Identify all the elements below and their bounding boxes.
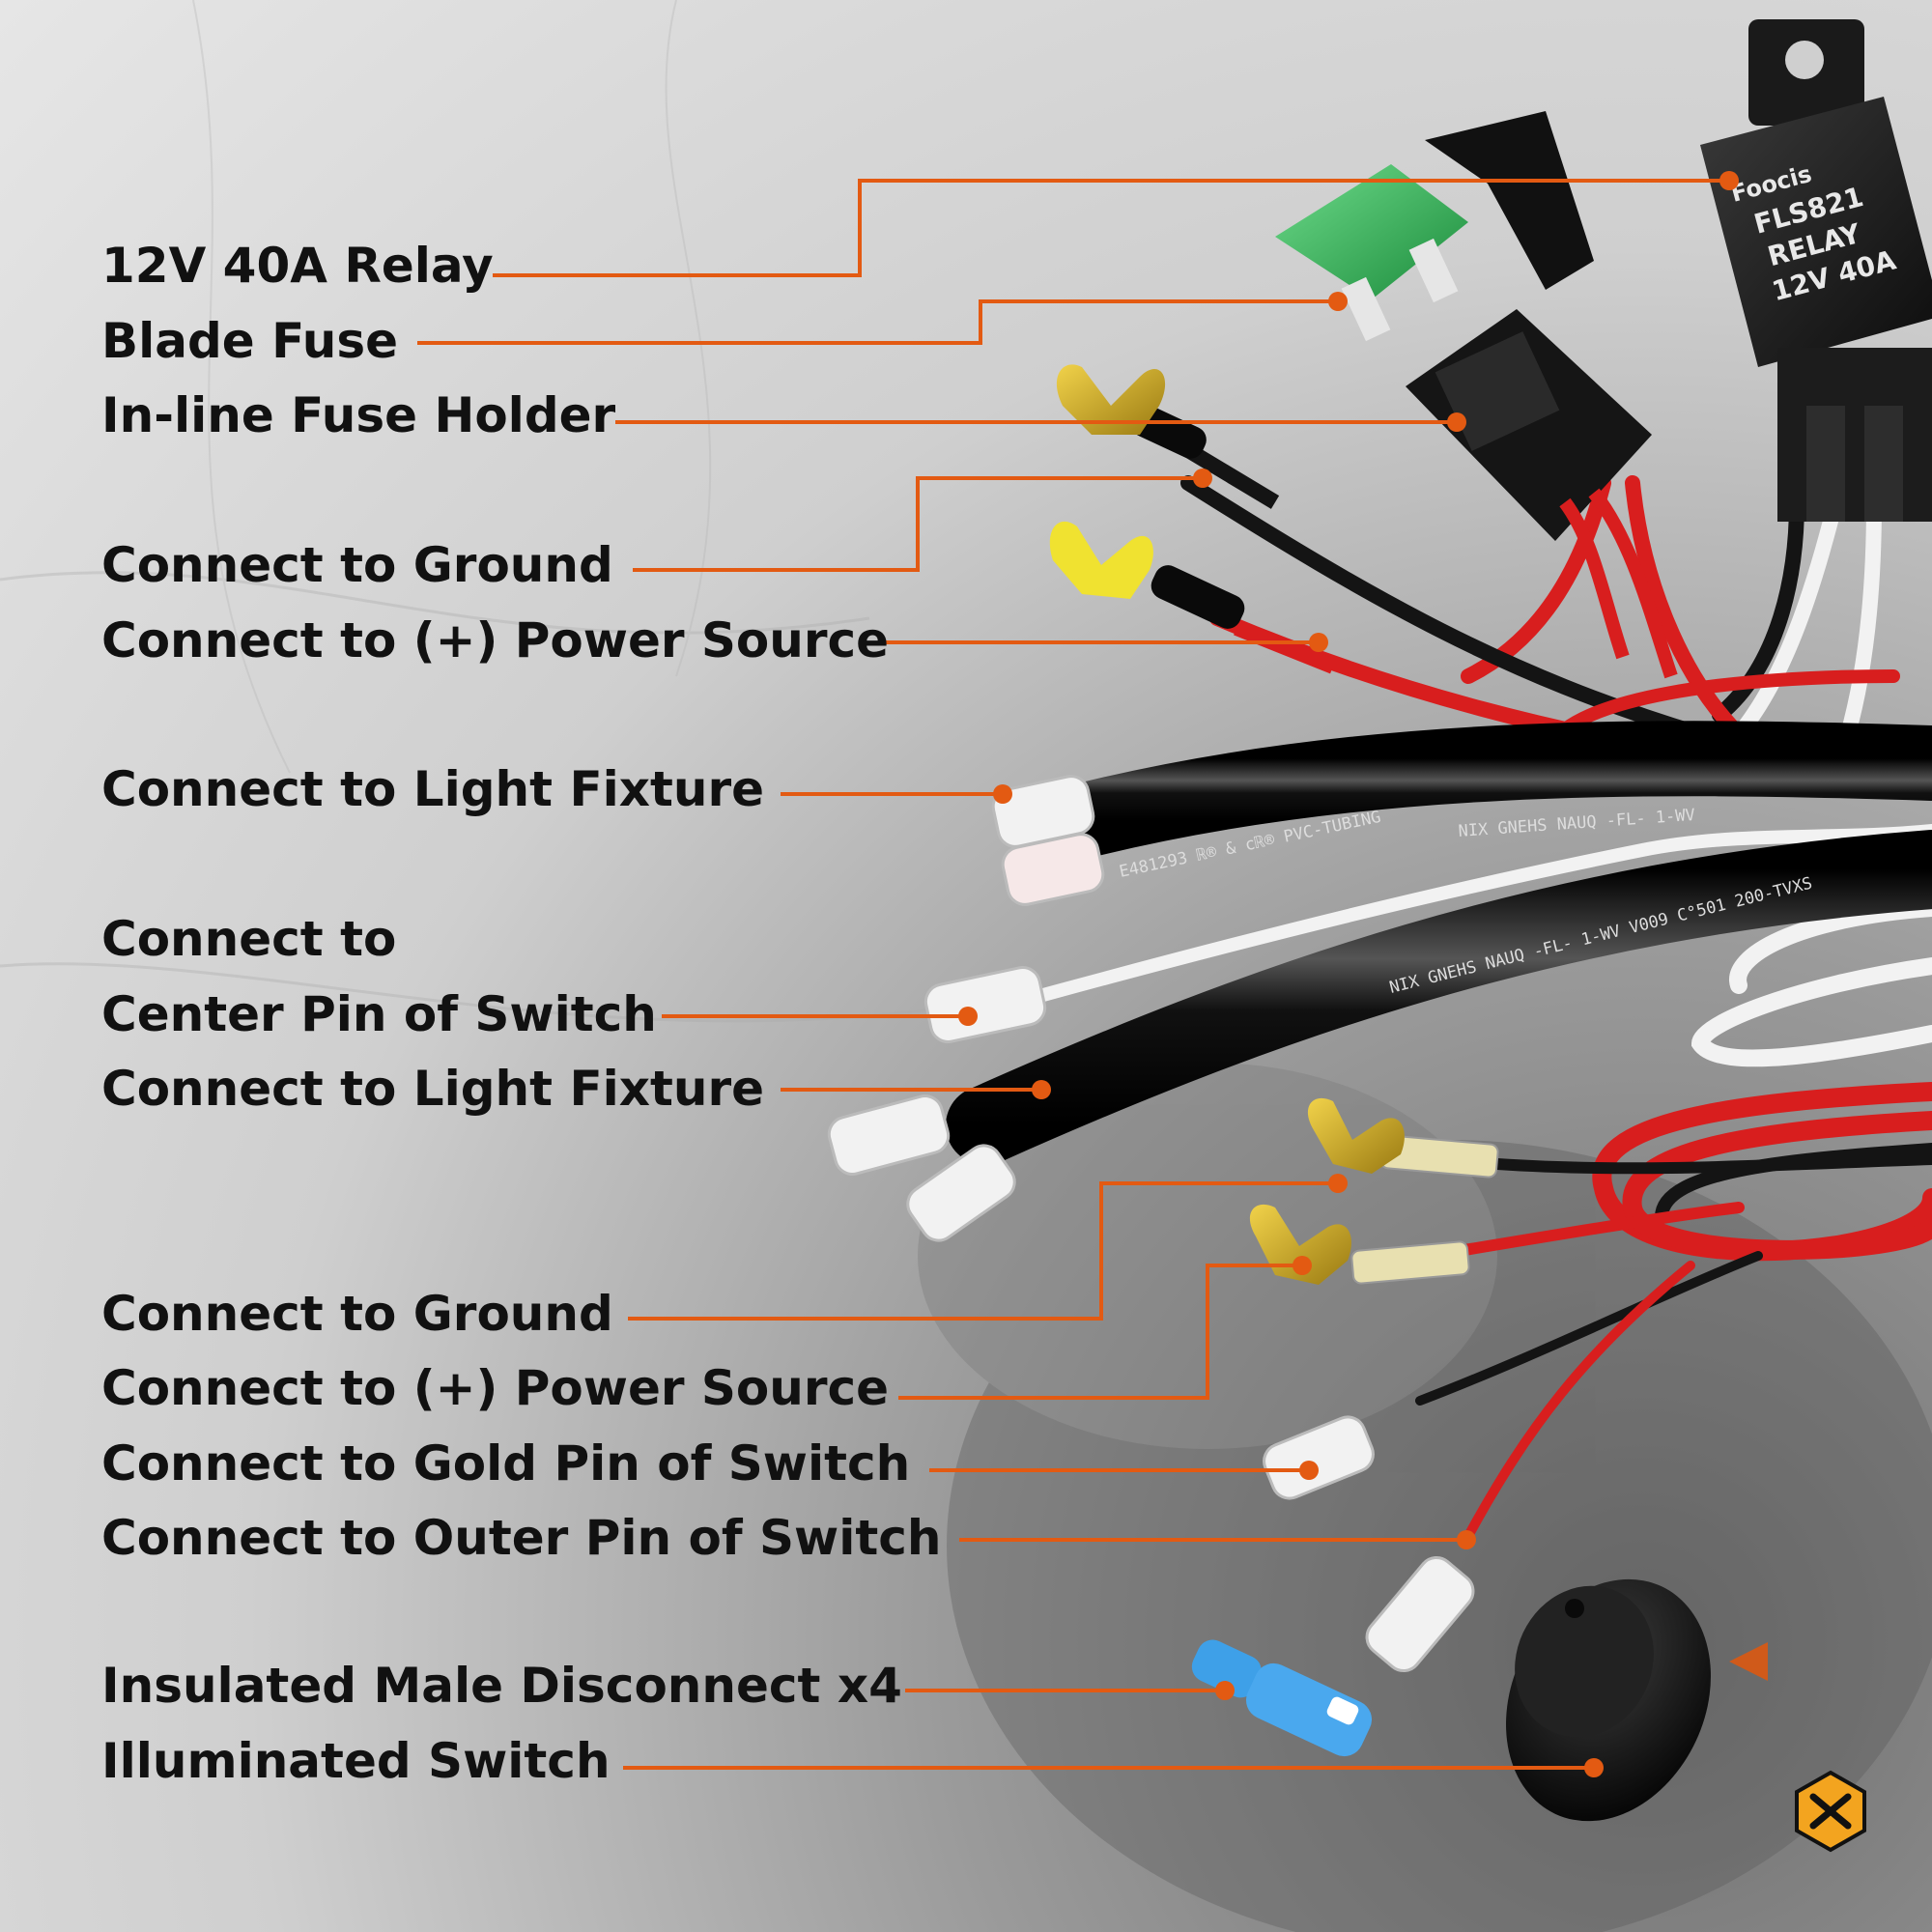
- label-ground-1: Connect to Ground: [101, 537, 613, 593]
- fuse-holder: [1406, 111, 1678, 679]
- fork-terminal-power-1: [1049, 521, 1336, 674]
- leader-dots: [958, 171, 1739, 1777]
- female-connector-gold-pin: [1263, 1415, 1375, 1500]
- female-connector-light-1: [991, 775, 1105, 906]
- label-switch: Illuminated Switch: [101, 1733, 611, 1789]
- leader-ground-2: [628, 1181, 1338, 1321]
- label-light-fixture-1: Connect to Light Fixture: [101, 761, 765, 817]
- female-connector-light-2: [827, 1094, 1016, 1242]
- fork-terminal-ground-1: [1056, 364, 1280, 509]
- leader-relay: [493, 179, 1729, 277]
- fork-terminal-ground-2: [1307, 1097, 1499, 1179]
- female-connector-outer-pin: [1365, 1555, 1475, 1673]
- female-connector-center-pin: [923, 966, 1047, 1043]
- leader-power-2: [898, 1264, 1302, 1400]
- leader-ground-1: [633, 476, 1203, 572]
- label-relay: 12V 40A Relay: [101, 238, 494, 294]
- leader-lines: [417, 179, 1729, 1770]
- label-power-2: Connect to (+) Power Source: [101, 1360, 890, 1416]
- label-male-disconnect: Insulated Male Disconnect x4: [101, 1658, 902, 1714]
- label-power-1: Connect to (+) Power Source: [101, 612, 890, 668]
- label-light-fixture-2: Connect to Light Fixture: [101, 1061, 765, 1117]
- male-disconnect: [1191, 1639, 1373, 1757]
- label-gold-pin: Connect to Gold Pin of Switch: [101, 1435, 911, 1492]
- cable-print-3: NIX GNEHS NAUQ -FL- 1-WV: [1458, 806, 1695, 841]
- label-center-pin-line1: Connect to: [101, 911, 397, 967]
- label-outer-pin: Connect to Outer Pin of Switch: [101, 1510, 942, 1566]
- label-center-pin-line2: Center Pin of Switch: [101, 986, 657, 1042]
- relay: Foocis FLS821 RELAY 12V 40A: [1700, 19, 1932, 522]
- illuminated-switch: [1506, 1578, 1768, 1822]
- blade-fuse: [1275, 164, 1468, 342]
- leader-blade-fuse: [417, 299, 1338, 345]
- brand-logo-icon: [1795, 1770, 1866, 1853]
- label-ground-2: Connect to Ground: [101, 1286, 613, 1342]
- label-blade-fuse: Blade Fuse: [101, 313, 399, 369]
- label-fuse-holder: In-line Fuse Holder: [101, 387, 616, 443]
